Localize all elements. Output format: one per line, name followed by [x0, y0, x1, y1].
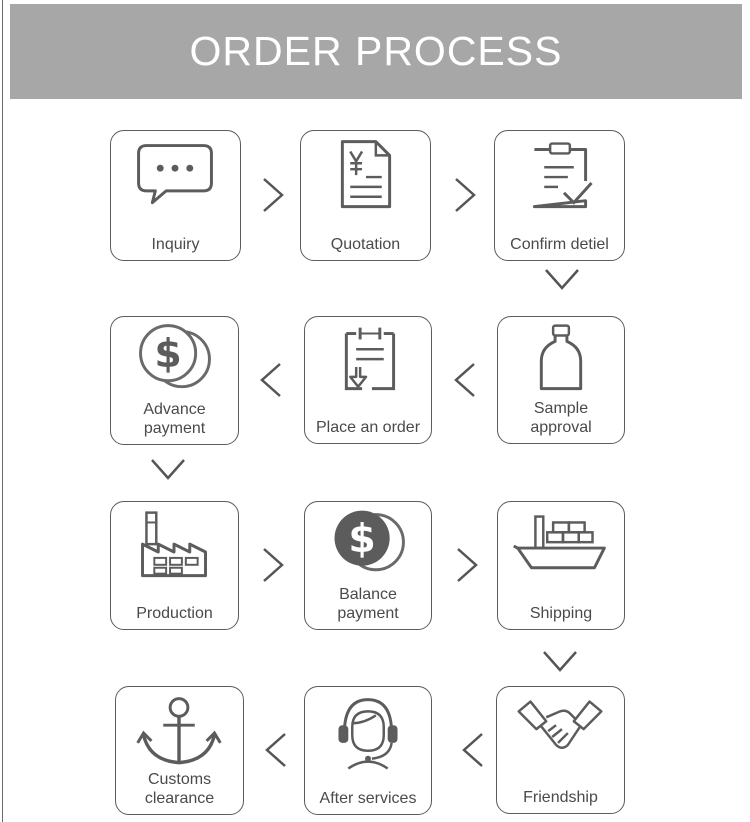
left-border-line: [2, 0, 3, 822]
step-after-services: After services: [304, 686, 432, 815]
step-label: Confirm detiel: [510, 236, 609, 253]
arrow-right-icon: [263, 178, 284, 212]
yen-document-icon: [340, 140, 392, 209]
arrow-left-icon: [265, 733, 286, 767]
clipboard-check-icon: [532, 142, 593, 209]
dollar-coin-icon: $: [334, 510, 405, 572]
arrow-down-icon: [543, 651, 577, 672]
cargo-ship-icon: [513, 515, 606, 570]
step-production: Production: [110, 501, 239, 630]
chat-bubble-icon: [137, 144, 213, 205]
step-label: Friendship: [523, 789, 598, 806]
step-friendship: Friendship: [496, 686, 625, 814]
step-place-order: Place an order: [304, 316, 432, 444]
step-label: Inquiry: [151, 236, 200, 253]
factory-icon: [141, 511, 207, 578]
arrow-down-icon: [151, 459, 185, 480]
arrow-right-icon: [457, 548, 478, 582]
step-label: Production: [136, 605, 213, 622]
svg-text:$: $: [154, 331, 181, 377]
page-title: ORDER PROCESS: [189, 28, 563, 74]
step-quotation: Quotation: [300, 130, 431, 261]
anchor-icon: [136, 697, 222, 765]
arrow-down-icon: [545, 269, 579, 290]
step-label: Quotation: [330, 236, 401, 253]
step-label: After services: [319, 790, 417, 807]
arrow-right-icon: [455, 178, 476, 212]
svg-text:$: $: [348, 516, 375, 562]
step-label: Shipping: [529, 605, 593, 622]
step-inquiry: Inquiry: [110, 130, 241, 261]
bottle-icon: [539, 324, 583, 391]
arrow-left-icon: [454, 363, 475, 397]
step-confirm-detail: Confirm detiel: [494, 130, 625, 261]
arrow-left-icon: [462, 733, 483, 767]
clipboard-download-icon: [344, 327, 396, 391]
dollar-coin-icon: $: [139, 324, 211, 389]
handshake-icon: [517, 700, 603, 750]
step-label: Place an order: [315, 419, 421, 436]
header-banner: ORDER PROCESS: [10, 4, 742, 99]
step-shipping: Shipping: [497, 501, 625, 630]
arrow-right-icon: [263, 548, 284, 582]
arrow-left-icon: [260, 363, 281, 397]
headset-agent-icon: [338, 698, 398, 770]
